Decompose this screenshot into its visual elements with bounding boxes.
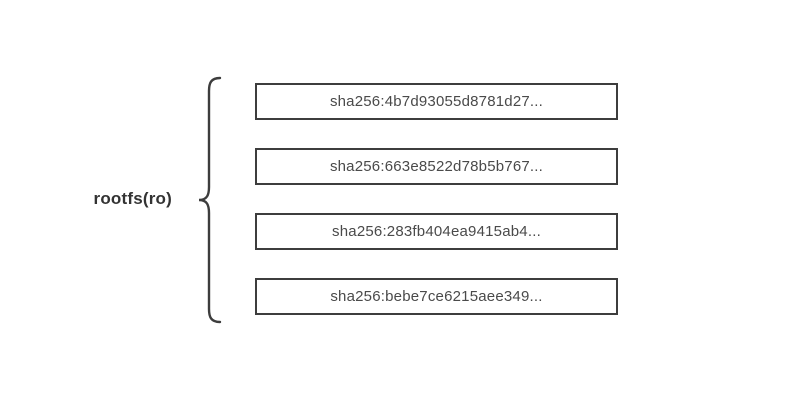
layer-box: sha256:bebe7ce6215aee349... (255, 278, 618, 315)
layer-box: sha256:283fb404ea9415ab4... (255, 213, 618, 250)
layer-box: sha256:663e8522d78b5b767... (255, 148, 618, 185)
layer-hash-text: sha256:bebe7ce6215aee349... (330, 288, 543, 305)
layer-box: sha256:4b7d93055d8781d27... (255, 83, 618, 120)
layer-hash-text: sha256:663e8522d78b5b767... (329, 158, 544, 175)
rootfs-label: rootfs(ro) (93, 189, 172, 208)
layer-hash-text: sha256:283fb404ea9415ab4... (332, 223, 541, 240)
curly-brace (198, 76, 222, 324)
layer-hash-text: sha256:4b7d93055d8781d27... (329, 93, 544, 110)
